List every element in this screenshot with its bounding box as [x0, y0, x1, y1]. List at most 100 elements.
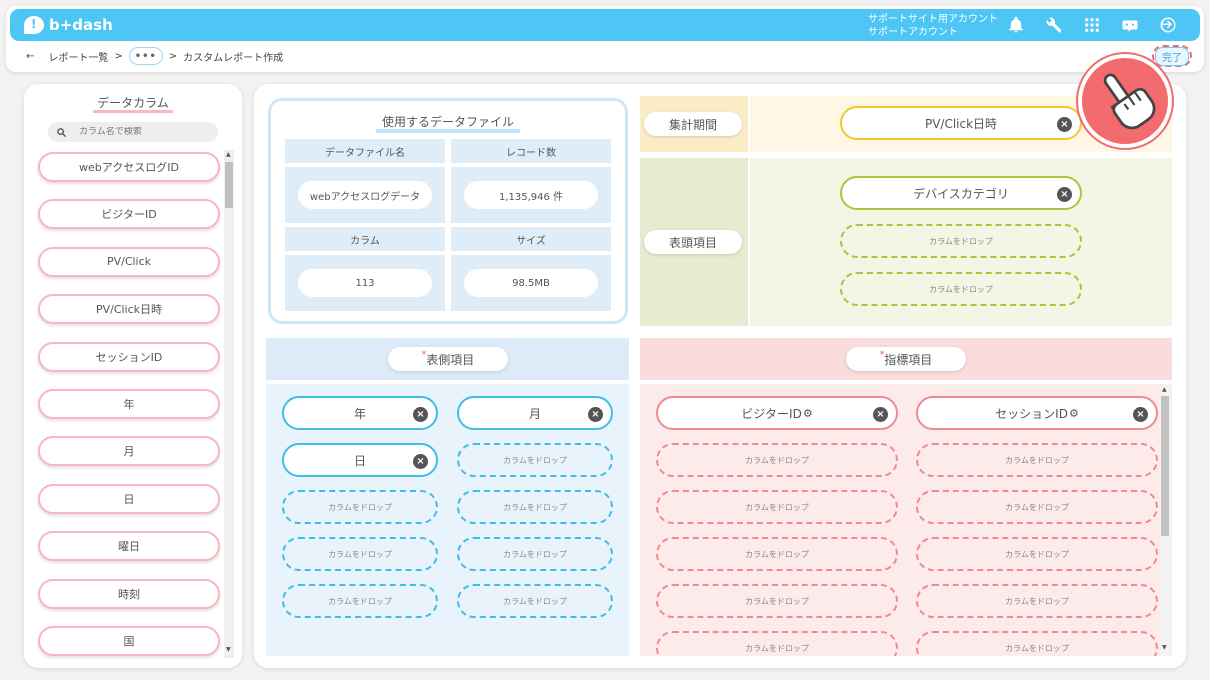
remove-icon[interactable]: × — [1057, 187, 1072, 202]
breadcrumb-separator: > — [114, 50, 123, 62]
logout-icon[interactable] — [1158, 15, 1178, 35]
column-item[interactable]: 年 — [38, 388, 220, 419]
column-drop-slot[interactable]: カラムをドロップ — [916, 537, 1158, 571]
gear-icon[interactable]: ⚙ — [1068, 406, 1079, 420]
back-arrow-icon[interactable]: ← — [26, 50, 35, 62]
search-icon — [57, 127, 67, 137]
remove-icon[interactable]: × — [413, 454, 428, 469]
size-cell: 98.5MB — [451, 255, 611, 311]
scroll-up-icon[interactable]: ▲ — [226, 151, 231, 158]
row-column-label: 月 — [528, 406, 541, 421]
records-value: 1,135,946 件 — [464, 181, 598, 209]
remove-icon[interactable]: × — [873, 407, 888, 422]
metric-column-chip[interactable]: ビジターID ⚙ × — [656, 396, 898, 430]
column-drop-slot[interactable]: カラムをドロップ — [916, 443, 1158, 477]
pointing-hand-icon — [1103, 73, 1156, 130]
done-button[interactable]: 完了 — [1155, 46, 1189, 66]
data-file-title: 使用するデータファイル — [271, 113, 625, 133]
column-drop-slot[interactable]: カラムをドロップ — [656, 537, 898, 571]
metric-column-label: セッションID — [995, 406, 1068, 421]
wrench-icon[interactable] — [1044, 15, 1064, 35]
column-drop-slot[interactable]: カラムをドロップ — [282, 537, 438, 571]
remove-icon[interactable]: × — [588, 407, 603, 422]
column-drop-slot[interactable]: カラムをドロップ — [840, 272, 1082, 306]
column-item[interactable]: PV/Click — [38, 246, 220, 277]
remove-icon[interactable]: × — [1133, 407, 1148, 422]
remove-icon[interactable]: × — [1057, 117, 1072, 132]
column-item[interactable]: 日 — [38, 483, 220, 514]
scrollbar-thumb[interactable] — [1161, 396, 1169, 536]
header-column-chip[interactable]: デバイスカテゴリ × — [840, 176, 1082, 210]
column-drop-slot[interactable]: カラムをドロップ — [840, 224, 1082, 258]
logo[interactable]: b+dash — [24, 15, 113, 35]
column-item[interactable]: 曜日 — [38, 531, 220, 562]
remove-icon[interactable]: × — [413, 407, 428, 422]
column-item[interactable]: webアクセスログID — [38, 152, 220, 182]
gear-icon[interactable]: ⚙ — [802, 406, 813, 420]
scroll-up-icon[interactable]: ▲ — [1162, 386, 1167, 393]
column-item[interactable]: ビジターID — [38, 199, 220, 230]
row-column-chip[interactable]: 月 × — [457, 396, 613, 430]
row-items-section: * 表側項目 年 × 月 × 日 × カラムをドロップ カラムをドロップ カラム… — [266, 338, 629, 656]
column-search[interactable] — [48, 122, 218, 142]
column-list-scrollbar[interactable] — [224, 150, 234, 658]
column-drop-slot[interactable]: カラムをドロップ — [282, 490, 438, 524]
row-column-label: 年 — [353, 406, 366, 421]
size-header: サイズ — [451, 227, 611, 251]
scroll-down-icon[interactable]: ▼ — [226, 646, 231, 653]
column-drop-slot[interactable]: カラムをドロップ — [656, 490, 898, 524]
metrics-label-text: 指標項目 — [884, 352, 933, 367]
bell-icon[interactable] — [1006, 15, 1026, 35]
column-drop-slot[interactable]: カラムをドロップ — [457, 584, 613, 618]
column-item[interactable]: 国 — [38, 625, 220, 656]
period-column-chip[interactable]: PV/Click日時 × — [840, 106, 1082, 140]
column-drop-slot[interactable]: カラムをドロップ — [916, 490, 1158, 524]
column-item[interactable]: セッションID — [38, 341, 220, 372]
column-drop-slot[interactable]: カラムをドロップ — [916, 584, 1158, 618]
records-header: レコード数 — [451, 139, 611, 163]
data-file-box: 使用するデータファイル データファイル名 レコード数 webアクセスログデータ … — [268, 98, 628, 324]
required-mark: * — [879, 350, 885, 360]
account-info[interactable]: サポートサイト用アカウント サポートアカウント — [868, 13, 998, 39]
metric-column-chip[interactable]: セッションID ⚙ × — [916, 396, 1158, 430]
top-icons — [1006, 15, 1178, 35]
search-input[interactable] — [79, 127, 199, 137]
breadcrumb-parent[interactable]: レポート一覧 — [48, 52, 109, 64]
filename-header: データファイル名 — [285, 139, 445, 163]
column-drop-slot[interactable]: カラムをドロップ — [656, 443, 898, 477]
top-bar: b+dash サポートサイト用アカウント サポートアカウント — [10, 9, 1200, 41]
logo-text: b+dash — [49, 16, 113, 34]
column-drop-slot[interactable]: カラムをドロップ — [457, 537, 613, 571]
row-items-label: * 表側項目 — [388, 347, 508, 371]
columns-header: カラム — [285, 227, 445, 251]
data-column-panel: データカラム webアクセスログID ビジターID PV/Click PV/Cl… — [24, 84, 242, 668]
column-list: webアクセスログID ビジターID PV/Click PV/Click日時 セ… — [38, 152, 222, 668]
chat-bot-icon[interactable] — [1120, 15, 1140, 35]
size-value: 98.5MB — [464, 269, 598, 297]
column-item[interactable]: PV/Click日時 — [38, 294, 220, 325]
filename-value: webアクセスログデータ — [298, 181, 432, 209]
column-item[interactable]: 月 — [38, 436, 220, 467]
column-drop-slot[interactable]: カラムをドロップ — [656, 584, 898, 618]
records-cell: 1,135,946 件 — [451, 167, 611, 223]
scrollbar-thumb[interactable] — [225, 162, 233, 208]
row-items-label-text: 表側項目 — [426, 352, 475, 367]
grid-icon[interactable] — [1082, 15, 1102, 35]
columns-value: 113 — [298, 269, 432, 297]
column-drop-slot[interactable]: カラムをドロップ — [457, 443, 613, 477]
columns-cell: 113 — [285, 255, 445, 311]
column-drop-slot[interactable]: カラムをドロップ — [916, 631, 1158, 656]
period-label: 集計期間 — [644, 112, 742, 136]
data-column-title: データカラム — [24, 94, 242, 113]
scroll-down-icon[interactable]: ▼ — [1162, 644, 1167, 651]
breadcrumb-more-button[interactable]: ••• — [128, 47, 163, 65]
column-drop-slot[interactable]: カラムをドロップ — [656, 631, 898, 656]
row-column-chip[interactable]: 日 × — [282, 443, 438, 477]
column-item[interactable]: 時刻 — [38, 578, 220, 609]
column-drop-slot[interactable]: カラムをドロップ — [282, 584, 438, 618]
filename-cell: webアクセスログデータ — [285, 167, 445, 223]
column-drop-slot[interactable]: カラムをドロップ — [457, 490, 613, 524]
row-column-chip[interactable]: 年 × — [282, 396, 438, 430]
done-button-highlight[interactable]: 完了 — [1152, 45, 1192, 67]
breadcrumb-current: カスタムレポート作成 — [183, 52, 284, 64]
